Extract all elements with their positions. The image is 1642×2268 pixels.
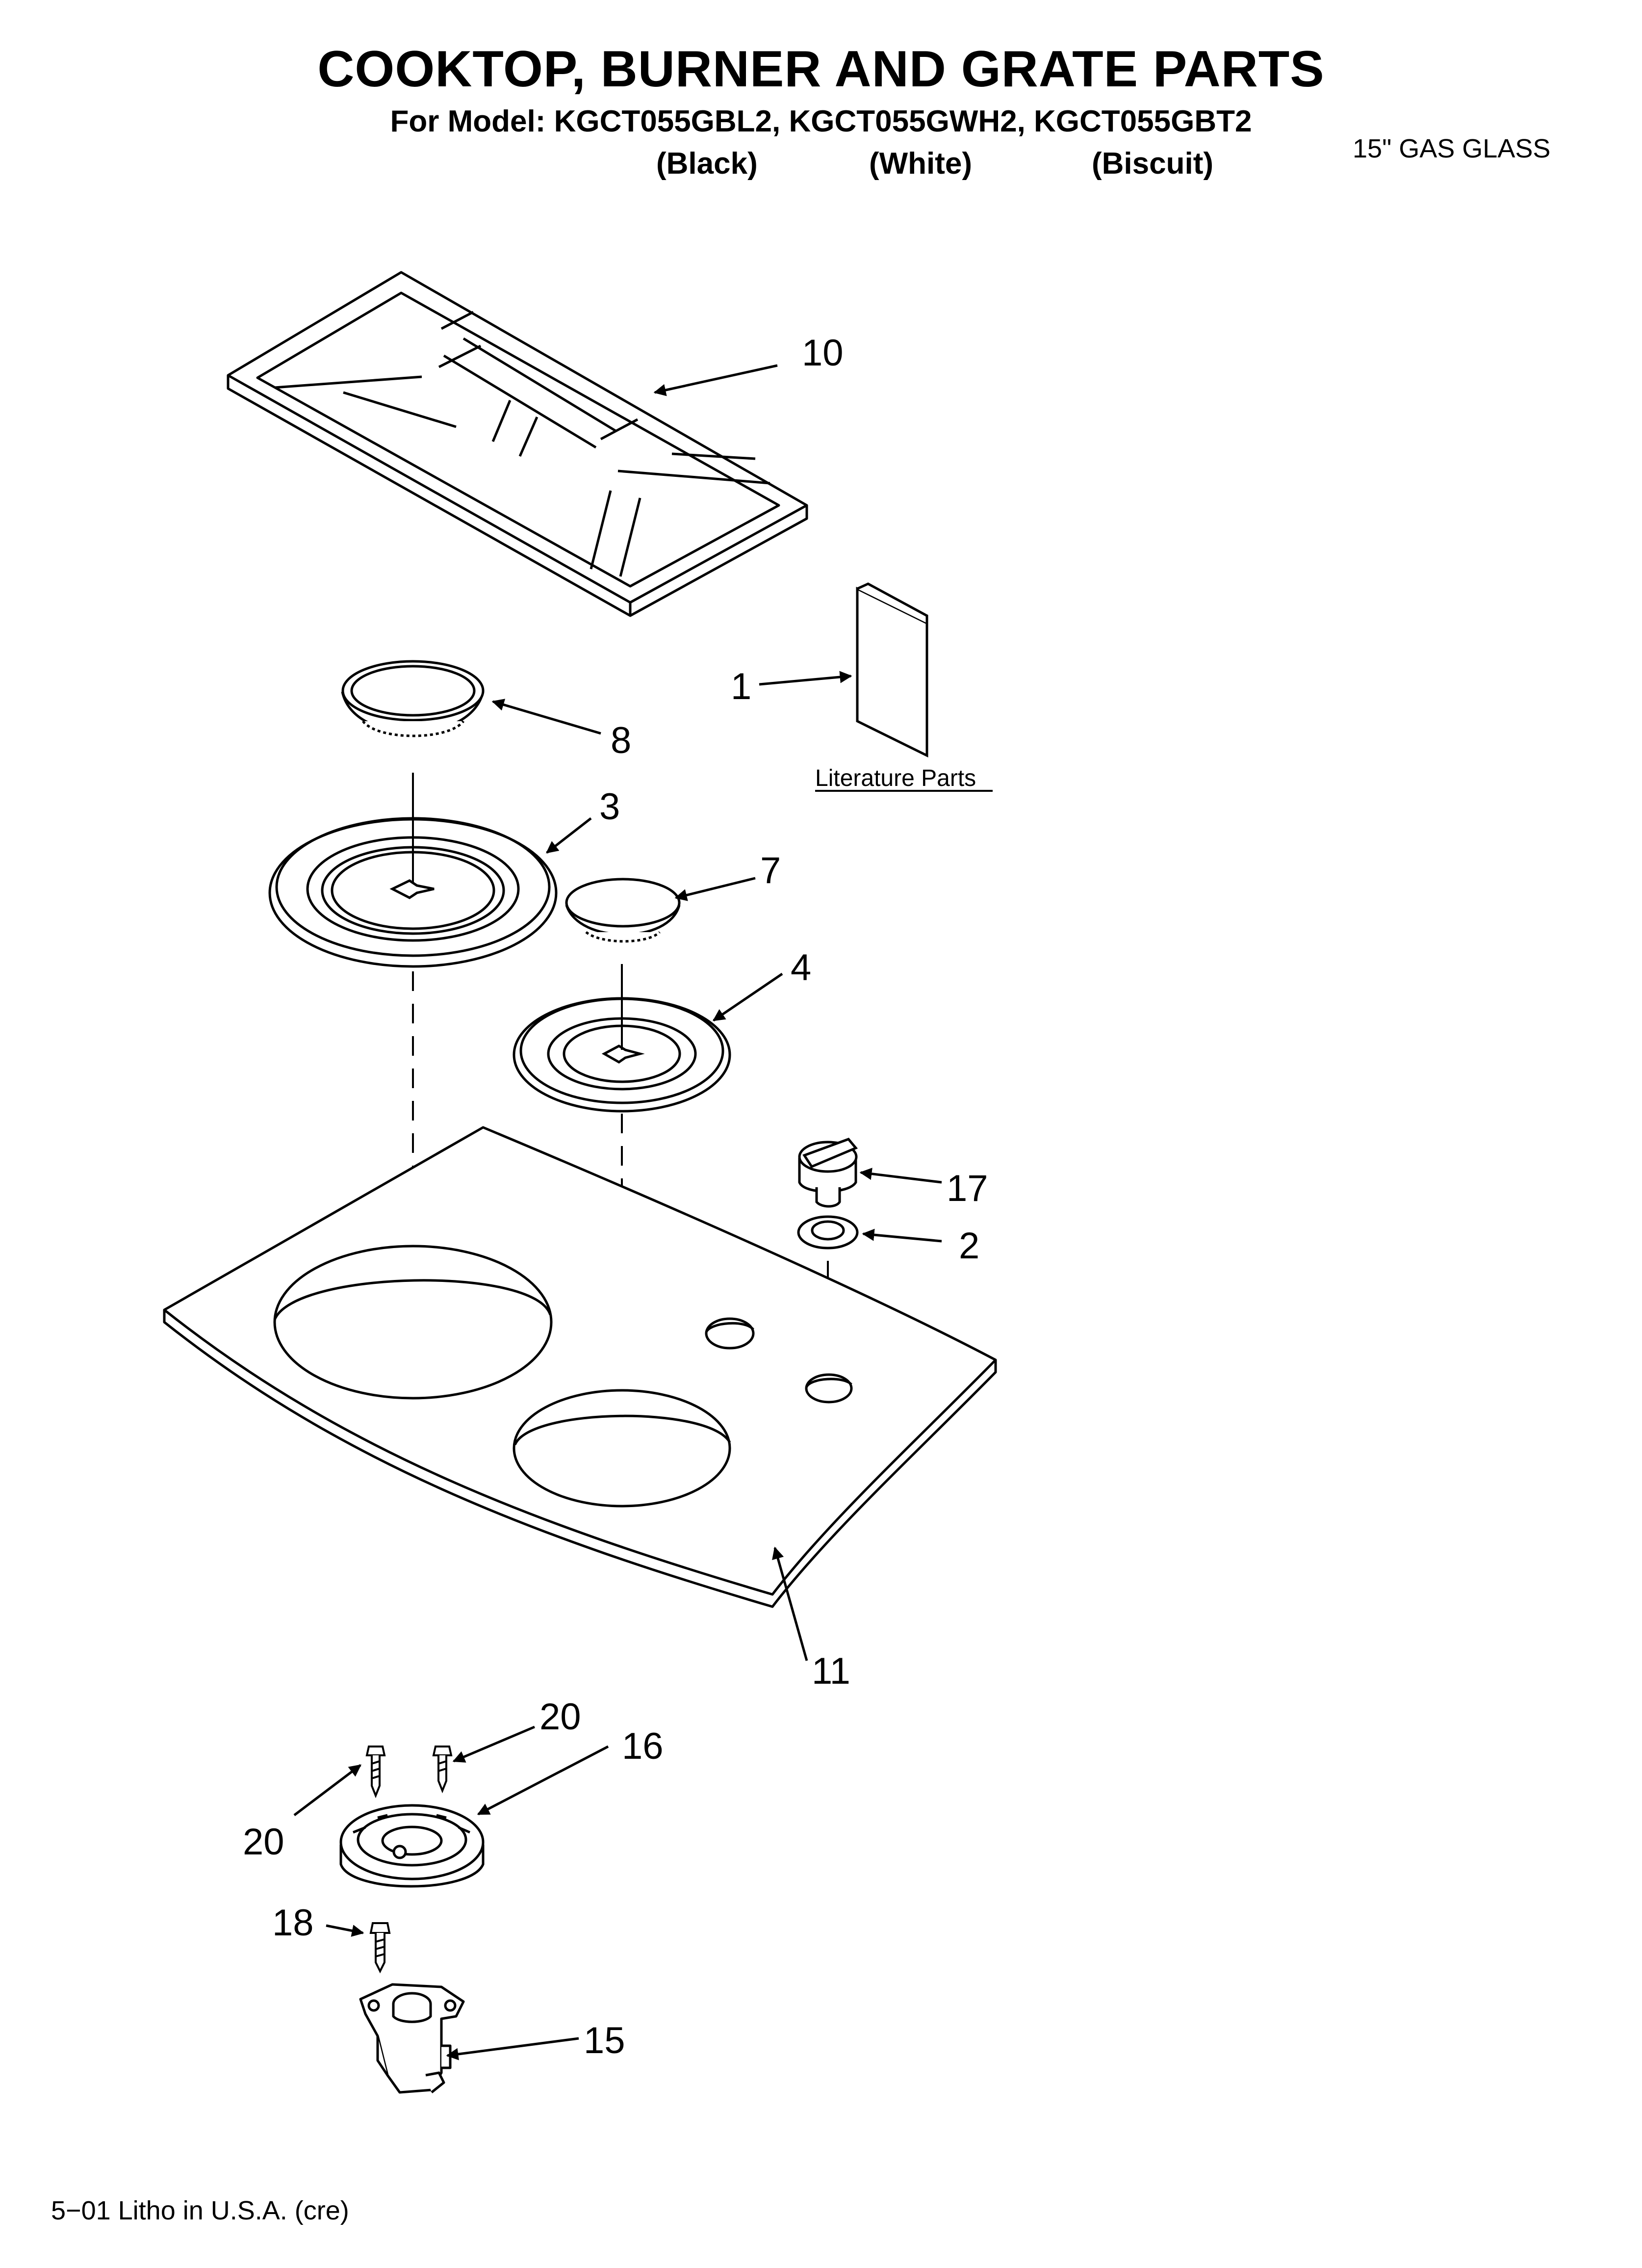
callout-3: 3 [599,786,620,828]
screw-20-left [365,1746,386,1799]
callout-20-right: 20 [539,1696,581,1738]
callout-11: 11 [812,1650,850,1692]
callout-16: 16 [622,1725,664,1767]
cooktop-glass [163,1126,997,1608]
callout-7: 7 [760,850,781,891]
grate-part [227,271,808,617]
footer-printing-info: 5−01 Litho in U.S.A. (cre) [51,2196,349,2225]
burner-base [339,1804,485,1888]
literature-part [856,582,928,758]
variant-biscuit: (Biscuit) [1092,147,1213,181]
leader-lines [293,364,942,2060]
knob-bezel [797,1215,859,1250]
literature-parts-label: Literature Parts [815,765,976,791]
screw-18 [369,1922,391,1974]
appliance-type-label: 15" GAS GLASS [1353,134,1551,163]
callout-18: 18 [272,1902,314,1944]
control-knob [798,1138,858,1208]
callout-10: 10 [802,332,844,374]
callout-1: 1 [731,666,751,707]
callout-20-left: 20 [243,1821,284,1863]
large-burner-cap [341,660,485,737]
callout-2: 2 [959,1225,979,1267]
callout-4: 4 [791,947,811,989]
gas-valve [359,1983,465,2094]
screw-20-right [432,1746,453,1794]
callout-15: 15 [584,2020,625,2061]
page-title: COOKTOP, BURNER AND GRATE PARTS [317,41,1325,98]
variant-black: (Black) [656,147,758,181]
small-burner-cap [565,878,681,943]
callout-17: 17 [947,1168,988,1209]
model-line: For Model: KGCT055GBL2, KGCT055GWH2, KGC… [390,104,1252,138]
callout-8: 8 [611,720,631,761]
variant-white: (White) [869,147,973,181]
